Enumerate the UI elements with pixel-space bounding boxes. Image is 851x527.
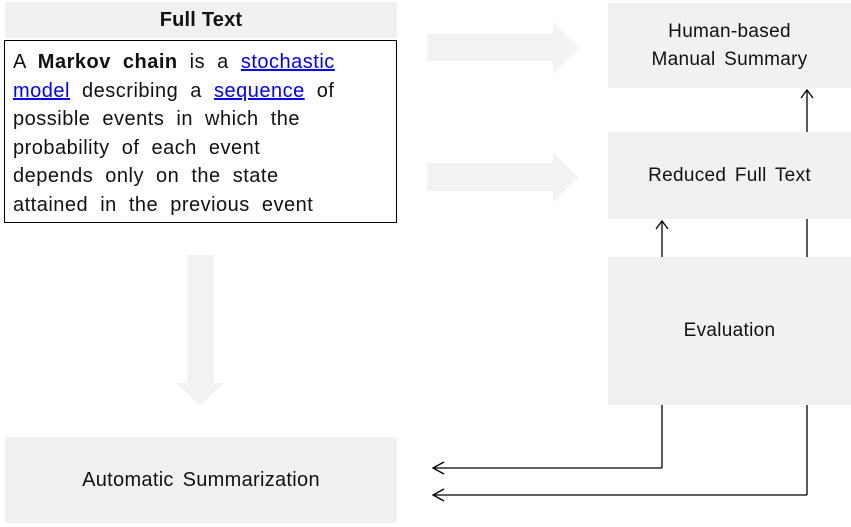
flow-arrow-right-middle-icon [427,152,578,203]
connector-feedback-line-1-arrowhead-icon [431,461,445,475]
text-segment: Markov chain [37,51,178,73]
text-segment: of [304,79,335,102]
node-human-based-manual-summary: Human-based Manual Summary [608,3,851,88]
node-automatic-summarization: Automatic Summarization [5,437,397,523]
text-segment: is a [177,51,241,73]
full-text-box: A Markov chain is a stochastic model desc… [4,40,397,223]
text-segment: describing a [69,79,214,102]
full-text-title: Full Text [5,2,397,38]
node-reduced-full-text: Reduced Full Text [608,132,851,219]
flow-arrow-down-icon [176,255,224,405]
node-reduced-label: Reduced Full Text [648,164,811,186]
full-text-paragraph: A Markov chain is a stochastic model desc… [5,41,396,219]
node-human-label-line2: Manual Summary [651,48,808,70]
node-evaluation: Evaluation [608,257,851,405]
text-segment: probability of each event [13,136,261,159]
connector-feedback-line-2-arrowhead-icon [431,488,445,502]
hyperlink[interactable]: model [13,79,70,102]
node-human-label-line1: Human-based [668,20,791,42]
text-segment: A [13,51,38,73]
text-segment: attained in the previous event [13,193,314,216]
full-text-title-label: Full Text [159,8,243,31]
hyperlink[interactable]: stochastic [240,51,335,73]
text-segment: depends only on the state [13,165,279,187]
node-evaluation-label: Evaluation [683,320,776,341]
connector-evaluation-to-reduced-arrowhead-icon [655,219,669,230]
flow-arrow-right-top-icon [427,22,580,74]
text-segment: possible events in which the [13,108,301,130]
hyperlink[interactable]: sequence [213,79,305,102]
node-automatic-summarization-label: Automatic Summarization [82,469,320,491]
connector-evaluation-to-human-arrowhead-icon [800,88,814,99]
